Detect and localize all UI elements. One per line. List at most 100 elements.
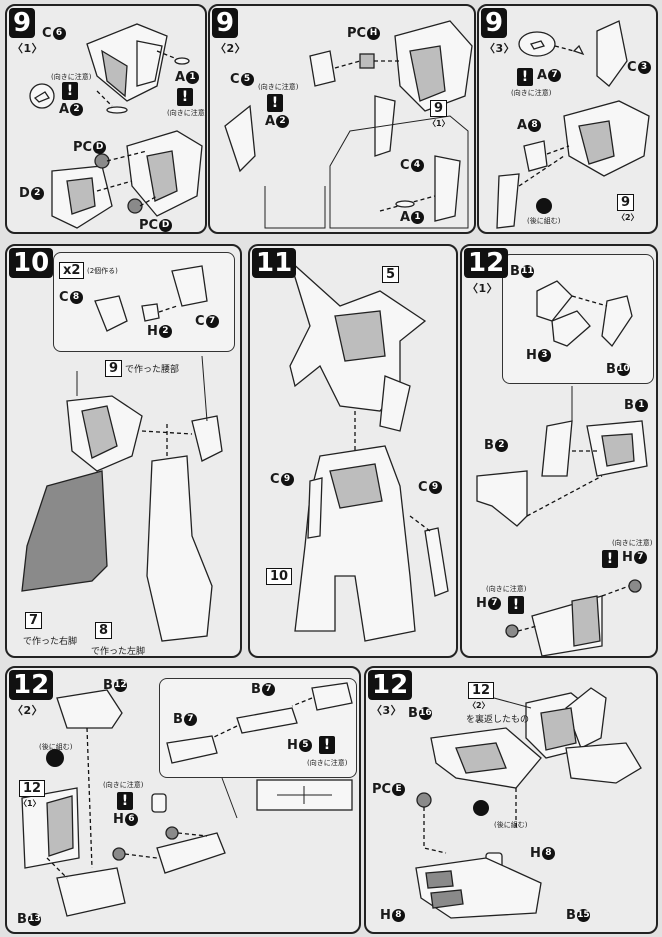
step-substep: 〈2〉 [215, 42, 247, 55]
step-9-1-drawing [29, 23, 203, 229]
step-9-3-drawing [496, 20, 650, 229]
reversed-note: を裏返したもの [466, 715, 530, 725]
warning-icon: ! [177, 88, 193, 106]
make-two-note: (2個作る) [87, 267, 118, 275]
step-reference: 5 [382, 266, 400, 283]
step-reference: 12 [468, 682, 495, 699]
step-substep: 〈2〉 [12, 704, 44, 717]
step-reference: 9 [105, 360, 123, 377]
step-substep: 〈1〉 [467, 282, 499, 295]
orientation-note: (向きに注意) [511, 89, 552, 97]
waist-note: で作った腰部 [125, 365, 180, 375]
orientation-note: (向きに注意) [486, 585, 527, 593]
step-number: 12 [464, 248, 509, 278]
step-number: 12 [9, 670, 54, 700]
orientation-note: (向きに注意) [307, 759, 348, 767]
part-label-b12: B12 [103, 678, 127, 693]
part-label-b16: B16 [408, 706, 432, 721]
warning-icon: ! [267, 94, 283, 112]
part-label-b15: B15 [566, 908, 590, 923]
step-reference-sub: 〈1〉 [19, 799, 41, 808]
assemble-later-note: (後に組む) [527, 217, 561, 225]
orientation-note: (向きに注意) [612, 539, 653, 547]
orientation-note: (向きに注意) [258, 83, 299, 91]
warning-icon: ! [602, 550, 618, 568]
step-reference: 10 [266, 568, 293, 585]
warning-icon: ! [319, 736, 335, 754]
warning-icon: ! [508, 596, 524, 614]
step-reference-sub: 〈2〉 [617, 213, 639, 222]
step-reference-sub: 〈2〉 [468, 701, 490, 710]
step-reference-sub: 〈1〉 [428, 119, 450, 128]
step-number: 11 [252, 248, 297, 278]
step-12-1-drawing [476, 280, 648, 656]
step-reference: 12 [19, 780, 46, 797]
step-number: 12 [368, 670, 413, 700]
step-number: 9 [481, 8, 508, 38]
assemble-later-note: (後に組む) [39, 743, 73, 751]
warning-icon: ! [517, 68, 533, 86]
orientation-note: (向きに注意) [103, 781, 144, 789]
left-leg-note: で作った左脚 [91, 647, 146, 657]
step-number: 10 [9, 248, 54, 278]
part-label-b10: B10 [606, 362, 630, 377]
assemble-later-note: (後に組む) [494, 821, 528, 829]
step-11-drawing [288, 258, 449, 642]
step-10-drawing [21, 265, 223, 642]
step-substep: 〈1〉 [12, 42, 44, 55]
part-label-b13: B13 [17, 912, 41, 927]
step-12-3-drawing [415, 687, 642, 919]
orientation-note: (向きに注意) [167, 109, 207, 117]
right-leg-note: で作った右脚 [23, 637, 78, 647]
warning-icon: ! [117, 792, 133, 810]
step-reference: 9 [430, 100, 448, 117]
step-substep: 〈3〉 [371, 704, 403, 717]
step-number: 9 [9, 8, 36, 38]
step-reference: 8 [95, 622, 113, 639]
step-9-2-drawing [224, 20, 473, 229]
step-number: 9 [212, 8, 239, 38]
x2-badge: x2 [59, 262, 85, 279]
step-reference: 9 [617, 194, 635, 211]
part-label-b11: B11 [510, 264, 534, 279]
warning-icon: ! [62, 82, 78, 100]
step-substep: 〈3〉 [484, 42, 516, 55]
step-12-2-drawing [21, 682, 353, 917]
